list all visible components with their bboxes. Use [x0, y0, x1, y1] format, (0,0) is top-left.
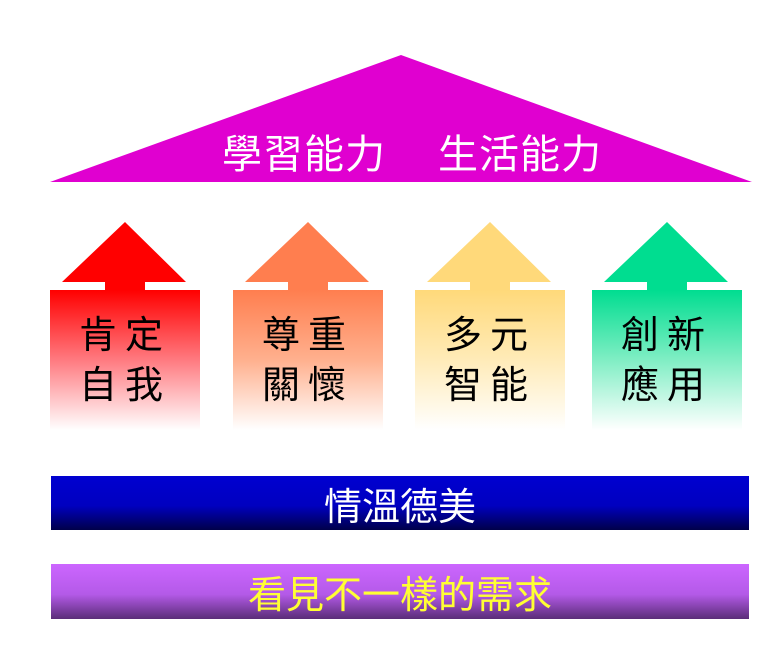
roof-label-learning: 學習能力 [222, 132, 386, 178]
base-bar: 看見不一樣的需求 [51, 564, 749, 619]
pillar-line2: 應用 [620, 363, 713, 407]
pillar-line1: 尊重 [261, 313, 354, 357]
pillar-line2: 自我 [78, 363, 171, 407]
base-label: 看見不一樣的需求 [247, 573, 552, 617]
up-arrow-icon [604, 222, 728, 292]
pillar-multiple-intelligences: 多元智能 [415, 222, 565, 430]
pillar-line2: 關懷 [261, 363, 354, 407]
foundation-label: 情溫德美 [323, 484, 476, 529]
up-arrow-icon [62, 222, 186, 292]
pillar-respect-care: 尊重關懷 [233, 222, 383, 430]
pillar-line1: 創新 [620, 313, 713, 357]
pillar-innovation-application: 創新應用 [592, 222, 742, 430]
pillar-line1: 多元 [443, 313, 536, 357]
roof-label-living: 生活能力 [438, 132, 602, 178]
foundation-bar: 情溫德美 [51, 476, 749, 530]
up-arrow-icon [427, 222, 551, 292]
pillar-line1: 肯定 [78, 313, 171, 357]
pillar-self-affirmation: 肯定自我 [50, 222, 200, 430]
up-arrow-icon [245, 222, 369, 292]
pillar-line2: 智能 [443, 363, 536, 407]
roof-triangle [50, 55, 752, 182]
